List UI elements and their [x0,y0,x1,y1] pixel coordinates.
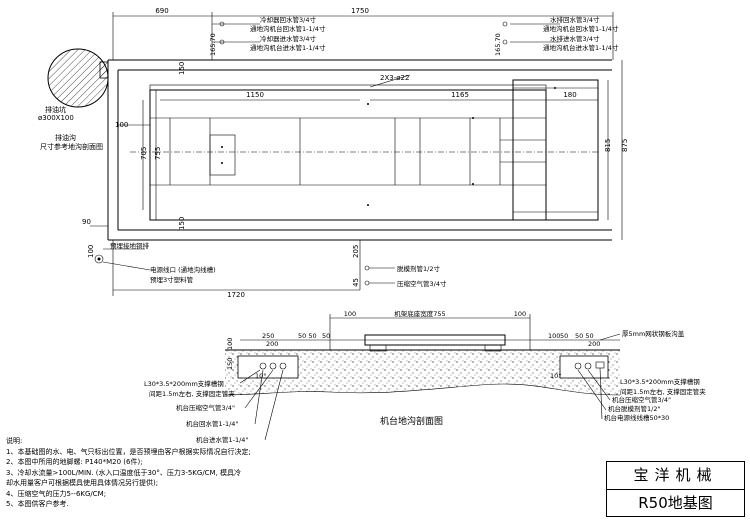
dim-45: 45 [352,278,360,287]
section-callouts-right: L30*3.5*200mm支撑槽钢 间距1.5m左右, 支撑固定管夹 机台压缩空… [380,367,706,427]
dim-100-left: 100 [115,121,128,129]
angle-left-note: 间距1.5m左右, 支撑固定管夹 [149,389,235,398]
drain-inlet-label: 水排进水管3/4寸 [550,34,600,43]
notes-heading: 说明: [6,437,23,445]
note-3b: 却水用量客户可根据模具使用具体情况另行提供); [6,479,159,487]
sec-50r: 50 [560,332,568,340]
note-3: 3、冷却水流量>100L/MIN. (水入口温度低于30°、压力3-5KG/CM… [6,468,242,477]
dim-1150: 1150 [246,91,264,99]
plan-trench [107,59,612,241]
pit-inlet-label: 通地沟机台进水管1-1/4寸 [250,43,326,52]
oil-channel-label: 排油沟 [55,133,76,142]
air-left: 机台压缩空气管3/4" [176,403,235,412]
inlet-left: 机台进水管1-1/4" [196,435,248,444]
dim-1750: 1750 [351,7,369,15]
sec-100d: 100 [226,338,234,350]
drain-return-label: 水排回水管3/4寸 [550,15,600,24]
compressed-air-label: 压缩空气管3/4寸 [397,279,447,288]
sec-100a: 100 [344,310,356,318]
frame-width: 机架底座宽度755 [394,309,445,318]
dim-755: 755 [154,147,162,160]
sec-150: 150 [226,358,234,370]
dim-205: 205 [352,245,360,258]
injection-unit [512,79,599,221]
section-callouts-left: L30*3.5*200mm支撑槽钢 间距1.5m左右, 支撑固定管夹 机台压缩空… [144,369,284,444]
dim-690: 690 [155,7,168,15]
sec-100b: 100 [514,310,526,318]
note-5: 5、本图供客户参考. [6,500,69,508]
title-block: 宝洋机械 R50地基图 [606,461,745,517]
sec-200: 200 [266,340,278,348]
sec-5050: 50 50 [298,332,317,340]
left-pipe-callouts: 冷却器回水管3/4寸 通地沟机台回水管1-1/4寸 冷却器进水管3/4寸 通地沟… [209,15,326,56]
angle-right: L30*3.5*200mm支撑槽钢 [620,377,700,386]
pit-return-label: 通地沟机台回水管1-1/4寸 [250,24,326,33]
sec-10: 10° [255,372,267,380]
dim-165-left: 165.70 [209,33,217,56]
sec-50: 50 [322,332,330,340]
dim-815: 815 [604,139,612,152]
angle-left: L30*3.5*200mm支撑槽钢 [144,379,224,388]
dim-150-bottom: 150 [178,217,186,230]
plan-dimensions: 1150 1165 180 2X3-ø22 100 755 705 150 15… [82,60,629,299]
return-left: 机台回水管1-1/4" [186,419,238,428]
drawing-title: R50地基图 [638,494,713,512]
release-right: 机台脱模剂管1/2" [608,404,660,413]
angle-right-note: 间距1.5m左右, 支撑固定管夹 [620,387,706,396]
trench-section: 100 机架底座宽度755 100 250 200 50 50 50 100 5… [224,309,685,396]
dim-705: 705 [140,147,148,160]
dim-150-top: 150 [178,62,186,75]
cover-label: 厚5mm网状钢板沟盖 [622,329,685,338]
cool-inlet-label: 冷却器进水管3/4寸 [260,34,316,43]
dim-165-right: 165.70 [494,33,502,56]
sec-100c: 100 [548,332,560,340]
oil-channel-note: 尺寸参考地沟剖面图 [40,142,103,151]
machine-base [130,84,600,221]
air-right: 机台压缩空气管3/4" [612,395,671,404]
oil-pit-size: ø300X100 [38,114,74,122]
section-title: 机台地沟剖面图 [380,415,443,427]
company-name: 宝洋机械 [607,462,744,490]
sec-5050r: 50 50 [575,332,594,340]
drain-pit-inlet-label: 通地沟机台进水管1-1/4寸 [543,43,619,52]
top-dimension: 690 1750 [112,7,614,60]
bottom-callouts: 预埋接地铜排 电源线口 (通地沟线槽) 预埋3寸塑料管 脱模剂管1/2寸 压缩空… [94,241,447,288]
release-agent-label: 脱模剂管1/2寸 [397,264,440,273]
pipe-spec: 2X3-ø22 [380,74,409,82]
sec-10r: 10° [550,372,562,380]
ground-bar-label: 预埋接地铜排 [110,241,150,250]
cable-right: 机台电源线线槽50*30 [604,413,669,422]
right-pipe-callouts: 水排回水管3/4寸 通地沟机台回水管1-1/4寸 水排进水管3/4寸 通地沟机台… [219,15,619,56]
dim-90: 90 [82,218,91,226]
notes-block: 说明: 1、本基础图的水、电、气只标出位置，是否预埋由客户根据实际情况自行决定;… [6,436,251,510]
sec-200r: 200 [588,340,600,348]
cool-return-label: 冷却器回水管3/4寸 [260,15,316,24]
power-conduit-label: 电源线口 (通地沟线槽) [150,265,216,274]
dim-180: 180 [563,91,576,99]
note-2: 2、本图中所用的地脚螺: P140*M20 (6件); [6,458,143,466]
sec-250: 250 [262,332,274,340]
oil-pit: 排油坑 ø300X100 排油沟 尺寸参考地沟剖面图 [38,48,109,151]
dim-875: 875 [621,139,629,152]
note-4: 4、压缩空气的压力5--6KG/CM; [6,489,107,498]
drain-pit-return-label: 通地沟机台回水管1-1/4寸 [543,24,619,33]
plastic-pipe-label: 预埋3寸塑料管 [150,275,194,284]
dim-1165: 1165 [451,91,469,99]
note-1: 1、本基础图的水、电、气只标出位置，是否预埋由客户根据实际情况自行决定; [6,447,251,456]
dim-100-small: 100 [87,245,95,258]
dim-1720: 1720 [227,291,245,299]
oil-pit-label: 排油坑 [45,105,66,114]
